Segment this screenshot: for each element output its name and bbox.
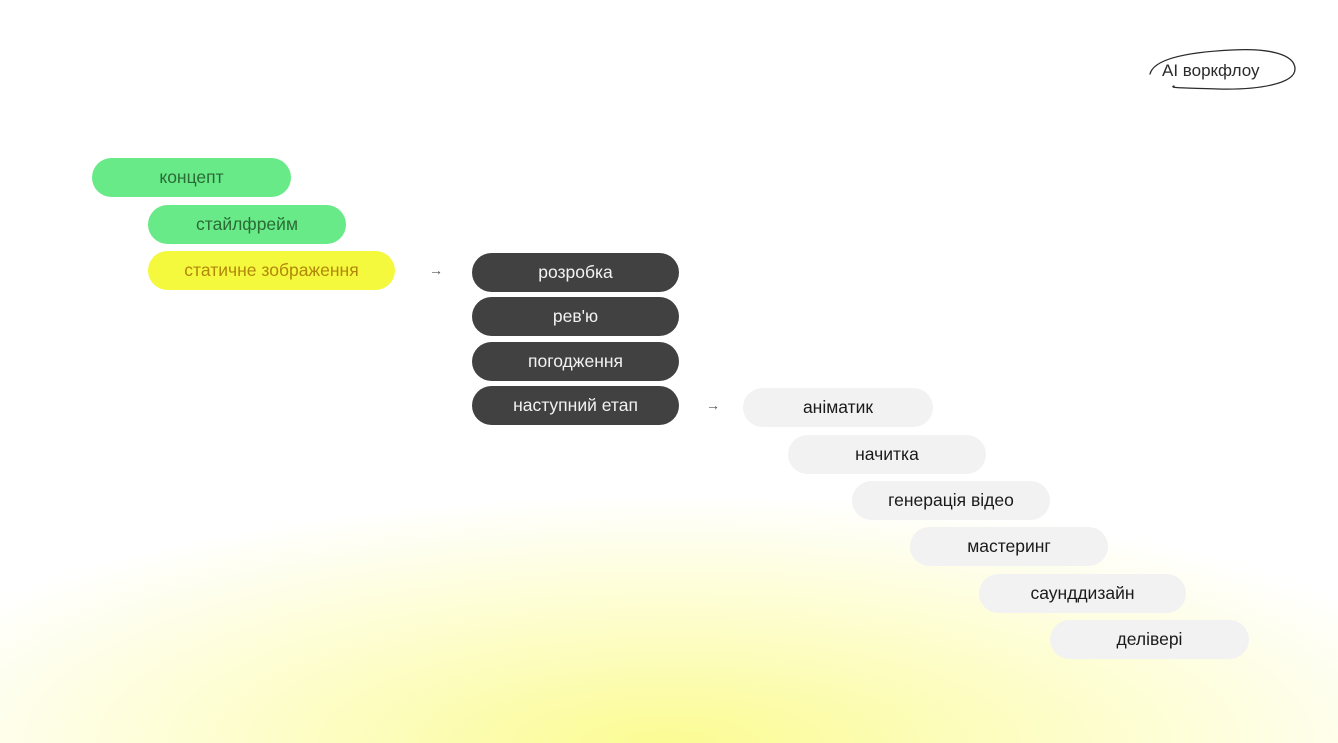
- step-voiceover: начитка: [788, 435, 986, 474]
- workflow-title: AI воркфлоу: [1162, 61, 1260, 80]
- arrow-right-icon: →: [429, 262, 443, 278]
- step-delivery: делівері: [1050, 620, 1249, 659]
- step-approval: погодження: [472, 342, 679, 381]
- step-review: рев'ю: [472, 297, 679, 336]
- step-development: розробка: [472, 253, 679, 292]
- step-concept: концепт: [92, 158, 291, 197]
- step-mastering: мастеринг: [910, 527, 1108, 566]
- arrow-right-icon: →: [706, 397, 720, 413]
- step-styleframe: стайлфрейм: [148, 205, 346, 244]
- workflow-tag: AI воркфлоу: [1140, 44, 1300, 98]
- hand-drawn-oval-icon: [1149, 48, 1296, 90]
- step-next-stage: наступний етап: [472, 386, 679, 425]
- step-static-image: статичне зображення: [148, 251, 395, 290]
- step-video-generation: генерація відео: [852, 481, 1050, 520]
- step-sound-design: саунддизайн: [979, 574, 1186, 613]
- step-animatic: аніматик: [743, 388, 933, 427]
